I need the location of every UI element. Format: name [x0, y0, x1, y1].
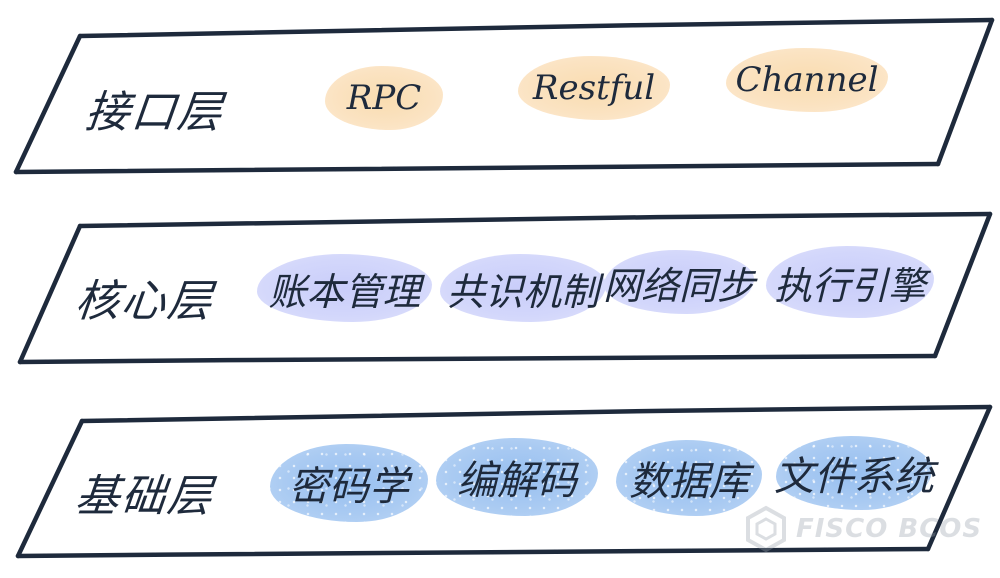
layer-frame-core: [17, 211, 993, 365]
component-network-sync: 网络同步: [603, 250, 756, 314]
layer-label-base: 基础层: [72, 471, 217, 522]
component-label: 共识机制: [446, 269, 599, 314]
watermark-text: FISCO BCOS: [796, 514, 983, 544]
component-label: Channel: [735, 60, 879, 100]
component-ledger-management: 账本管理: [257, 254, 432, 322]
component-label: 网络同步: [603, 263, 756, 308]
layer-frame-interface: [13, 17, 995, 175]
component-execution-engine: 执行引擎: [766, 246, 934, 318]
component-label: 文件系统: [774, 454, 934, 500]
component-label: RPC: [346, 78, 422, 118]
layer-label-interface: 接口层: [82, 87, 227, 138]
component-consensus: 共识机制: [440, 254, 606, 322]
layer-label-core: 核心层: [72, 276, 217, 327]
watermark: FISCO BCOS: [744, 505, 982, 553]
component-label: Restful: [532, 68, 656, 108]
component-codec: 编解码: [436, 438, 598, 516]
component-label: 执行引擎: [773, 263, 926, 308]
fisco-bcos-hexagon-logo-icon: [746, 505, 786, 553]
component-channel: Channel: [726, 48, 888, 112]
component-file-system: 文件系统: [774, 436, 934, 510]
component-rpc: RPC: [325, 66, 443, 130]
layer-frame-base: [15, 404, 993, 559]
component-restful: Restful: [518, 56, 670, 120]
component-label: 数据库: [629, 459, 749, 505]
component-label: 账本管理: [268, 269, 421, 314]
component-label: 编解码: [457, 458, 577, 504]
component-label: 密码学: [289, 464, 409, 510]
component-database: 数据库: [616, 440, 762, 516]
component-cryptography: 密码学: [270, 444, 428, 522]
